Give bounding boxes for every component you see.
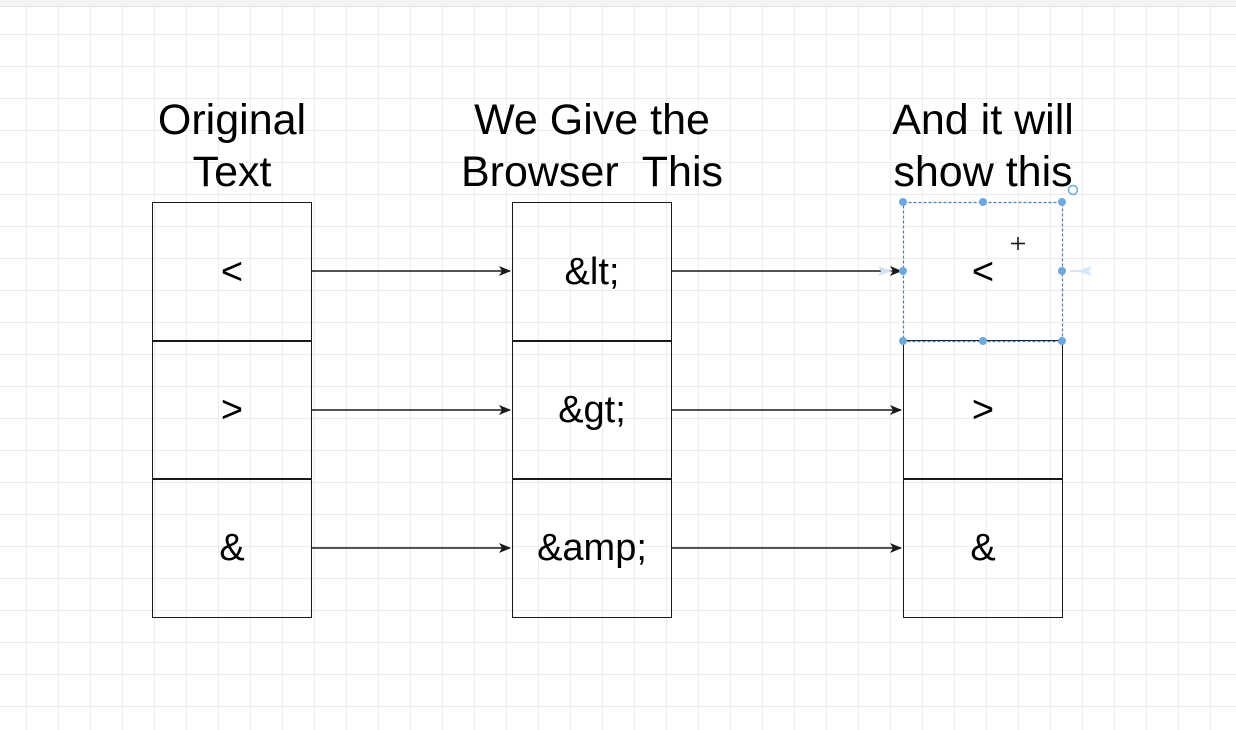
resize-handle-bottom-left [899, 337, 907, 345]
resize-handle-top-left [899, 198, 907, 206]
canvas-top-edge [0, 0, 1236, 7]
resize-handle-bottom-right [1058, 337, 1066, 345]
selection-outline [902, 201, 1064, 343]
header-we-give-browser[interactable]: We Give the Browser This [460, 96, 724, 196]
original-cell-amp[interactable]: & [152, 478, 312, 618]
resize-handle-left [899, 267, 907, 275]
encoded-cell-lt[interactable]: &lt; [512, 202, 672, 342]
encoded-cell-amp[interactable]: &amp; [512, 478, 672, 618]
encoded-cell-gt[interactable]: &gt; [512, 340, 672, 480]
header-it-will-show[interactable]: And it will show this [892, 96, 1074, 196]
original-cell-gt[interactable]: > [152, 340, 312, 480]
move-cursor-icon [1011, 237, 1025, 250]
resize-handle-right [1058, 267, 1066, 275]
resize-handle-bottom [979, 337, 987, 345]
header-original-text[interactable]: Original Text [157, 96, 307, 196]
resize-handle-top [979, 198, 987, 206]
hover-arrow-left-icon[interactable] [878, 266, 892, 276]
rotate-handle-icon[interactable] [1067, 184, 1079, 196]
shown-cell-lt[interactable]: < [971, 250, 995, 293]
original-cell-lt[interactable]: < [152, 202, 312, 342]
resize-handle-top-right [1058, 198, 1066, 206]
shown-cell-amp[interactable]: & [903, 478, 1063, 618]
selection-handles[interactable] [899, 198, 1066, 345]
